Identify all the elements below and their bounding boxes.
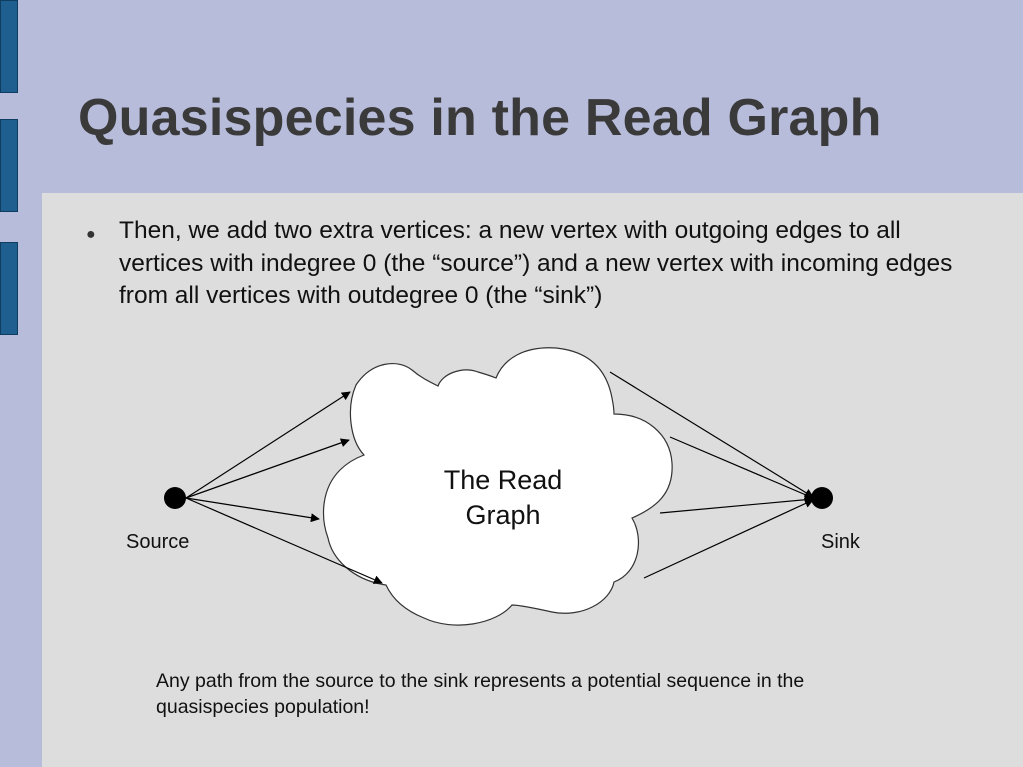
cloud-label-line2: Graph (465, 500, 540, 530)
sink-vertex (811, 487, 833, 509)
sink-edge-2 (669, 436, 814, 499)
source-label: Source (126, 531, 189, 553)
diagram-caption: Any path from the source to the sink rep… (156, 670, 805, 718)
sink-edge-3 (659, 495, 814, 514)
sidebar-decoration-middle (0, 119, 18, 212)
source-edge-2 (185, 438, 350, 499)
bullet-dot-icon: ● (86, 226, 96, 243)
bullet-text: Then, we add two extra vertices: a new v… (119, 217, 953, 309)
sink-edge-4 (643, 499, 814, 579)
sink-label: Sink (821, 531, 861, 553)
read-graph-cloud (322, 347, 673, 626)
sidebar-decoration-top (0, 0, 18, 93)
slide-title: Quasispecies in the Read Graph (78, 89, 882, 147)
source-edge-4 (185, 497, 383, 584)
sink-edge-1 (609, 371, 814, 498)
source-vertex (164, 487, 186, 509)
source-edge-1 (185, 391, 351, 499)
sidebar-decoration-bottom (0, 242, 18, 335)
source-edge-3 (185, 497, 320, 523)
cloud-label-line1: The Read (444, 465, 563, 495)
